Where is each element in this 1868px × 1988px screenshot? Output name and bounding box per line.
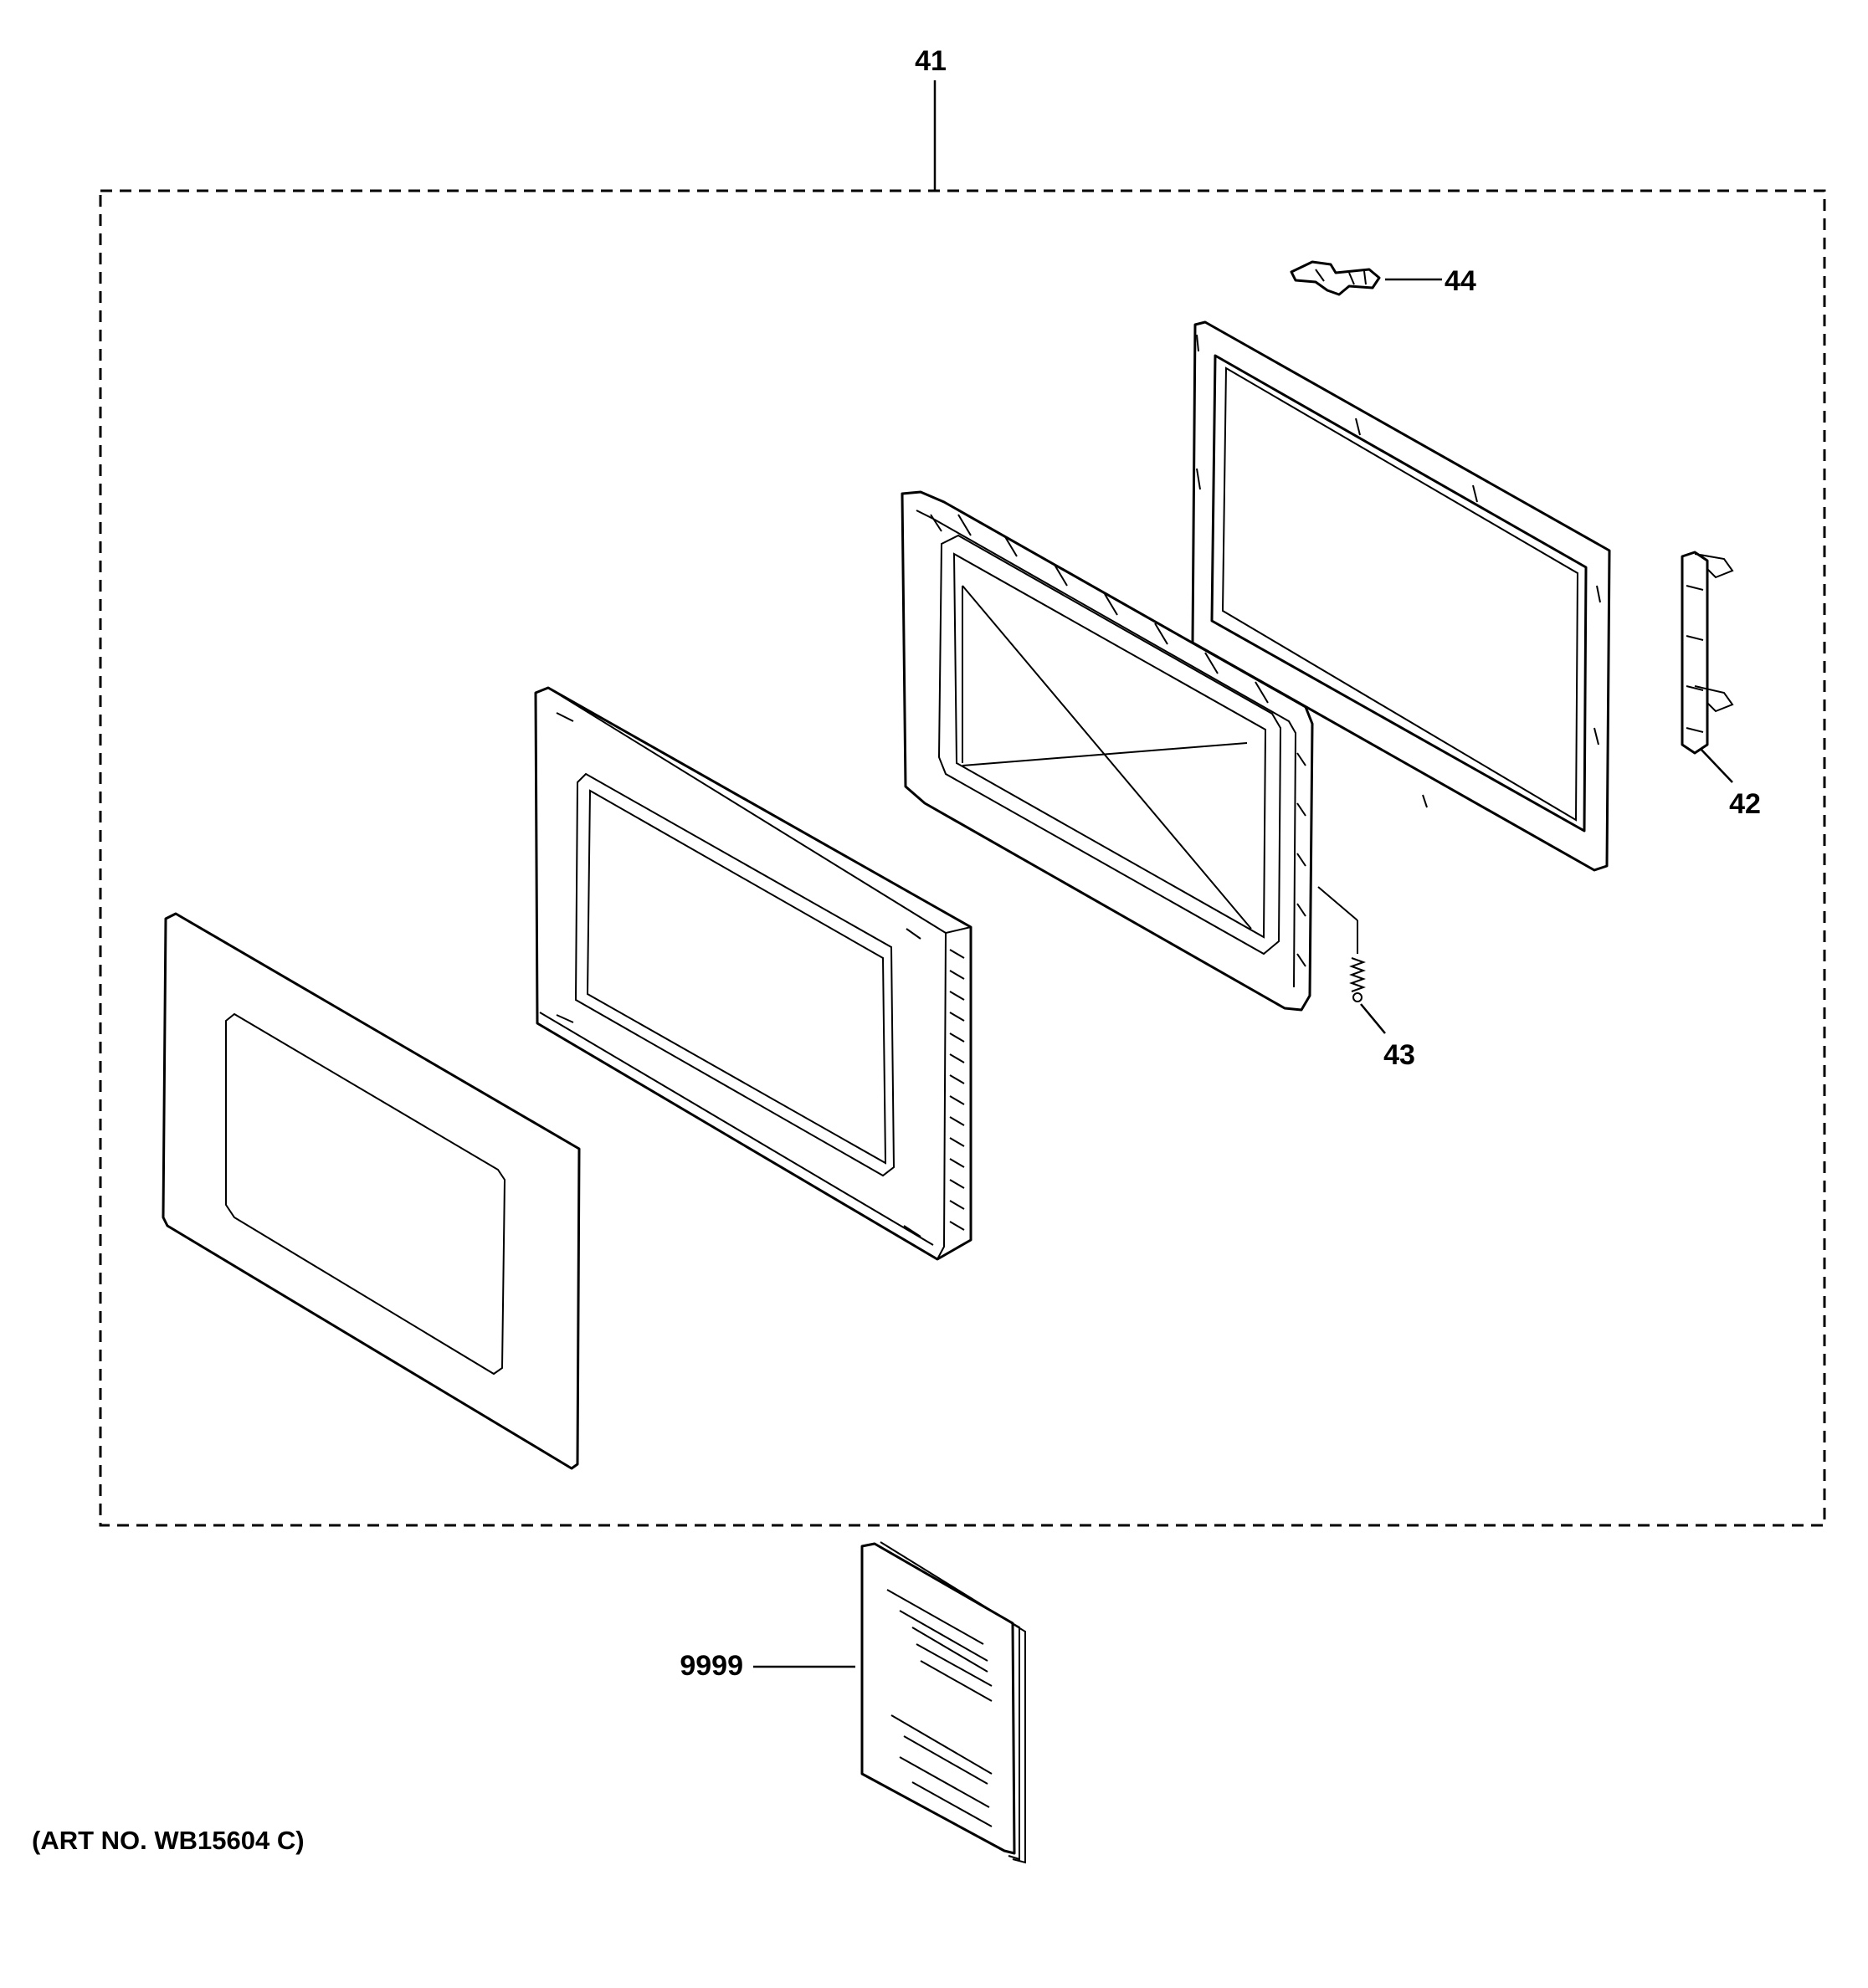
door-inner-frame-part [901, 490, 1314, 1012]
leader-43 [1360, 1003, 1386, 1034]
door-glass-panel-part [162, 912, 581, 1470]
assembly-boundary [99, 189, 1826, 1527]
callout-42: 42 [1700, 748, 1761, 820]
callout-44: 44 [1385, 265, 1476, 297]
art-number: (ART NO. WB15604 C) [32, 1826, 305, 1855]
callout-9999: 9999 [680, 1650, 855, 1682]
callout-43: 43 [1360, 1003, 1415, 1071]
callout-41: 41 [915, 45, 947, 191]
door-frame-part [534, 686, 972, 1261]
callout-41-label: 41 [915, 45, 947, 77]
hinge-clip-part [1290, 260, 1381, 296]
door-spring-part [1317, 886, 1366, 1002]
leader-42 [1700, 748, 1733, 783]
callout-44-label: 44 [1445, 265, 1476, 297]
callout-43-label: 43 [1383, 1039, 1415, 1071]
callout-9999-label: 9999 [680, 1650, 743, 1682]
manual-part [860, 1541, 1026, 1864]
callout-42-label: 42 [1729, 788, 1761, 820]
latch-board-part [1681, 551, 1734, 755]
